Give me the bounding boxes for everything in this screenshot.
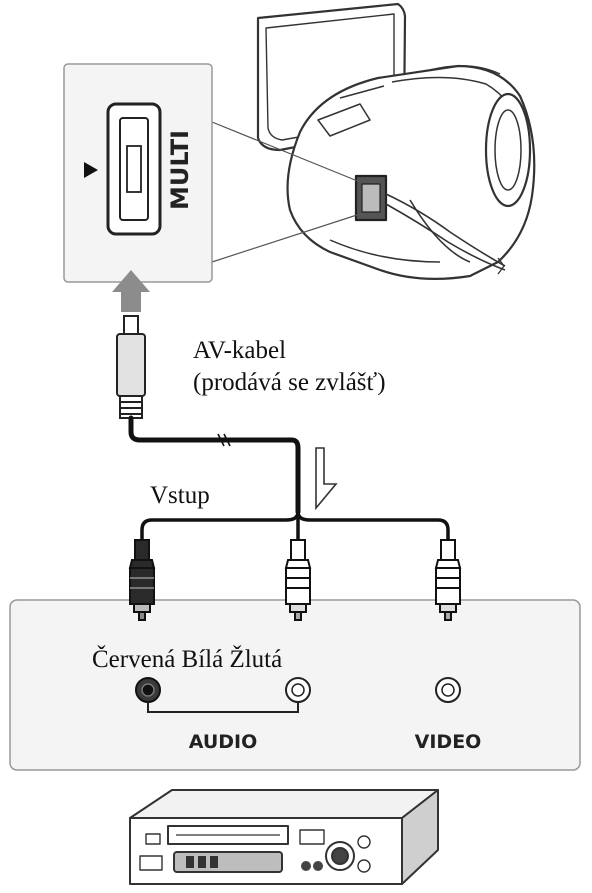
audio-label: AUDIO: [189, 731, 258, 753]
av-cable: [128, 415, 301, 515]
zoom-guide-lines: [211, 121, 361, 263]
port-label: MULTI: [166, 130, 194, 210]
port-pointer-icon: [84, 162, 98, 178]
audio-bracket: [147, 702, 299, 713]
signal-flow-arrow-icon: [315, 447, 338, 511]
insert-arrow-icon: [112, 270, 150, 312]
white-rca-plug: [284, 539, 312, 621]
red-rca-plug: [128, 539, 156, 621]
video-label: VIDEO: [415, 731, 482, 753]
audio-white-jack-icon: [285, 677, 311, 703]
av-plug: [116, 315, 146, 419]
multi-port-zoom-box: MULTI: [63, 63, 213, 283]
rca-split-cables: [140, 511, 450, 540]
cable-label-line1: AV-kabel: [193, 337, 286, 364]
audio-red-jack-icon: [135, 677, 161, 703]
cable-break-mark: [217, 433, 231, 447]
video-yellow-jack-icon: [435, 677, 461, 703]
input-label: Vstup: [150, 482, 210, 509]
plug-colors-label: Červená Bílá Žlutá: [92, 645, 282, 673]
yellow-rca-plug: [434, 539, 462, 621]
cable-label-line2: (prodává se zvlášť): [193, 369, 386, 396]
vcr-device-illustration: [129, 789, 439, 885]
camcorder-illustration: [256, 2, 536, 280]
